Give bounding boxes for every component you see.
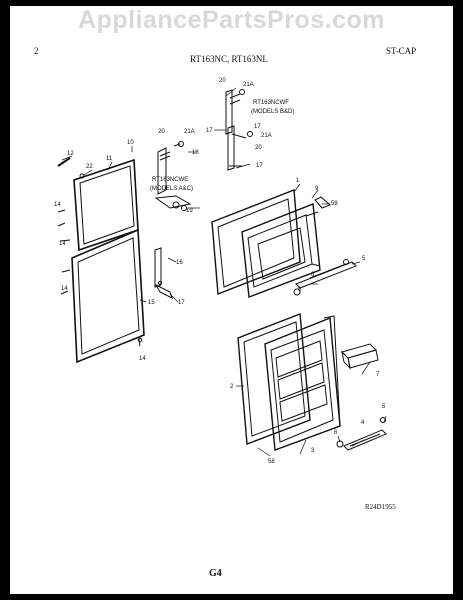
page-number: 2: [34, 46, 39, 56]
callout-11: 11: [106, 156, 113, 162]
callout-17b: 17: [254, 124, 261, 130]
callout-6: 6: [311, 272, 315, 278]
callout-8: 8: [298, 287, 302, 293]
drawing-id: R24D1955: [365, 503, 396, 511]
note-rt163ncwe-line1: RT163NCWE: [152, 177, 188, 183]
callout-4: 4: [361, 420, 365, 426]
callout-6b: 6: [334, 430, 338, 436]
hinge-detail-rt163ncwf: [225, 89, 253, 171]
section-code: ST-CAP: [386, 46, 417, 56]
note-rt163ncwe-line2: (MODELS A&C): [150, 186, 193, 192]
callout-16b: 17: [206, 128, 213, 134]
callout-7: 7: [376, 372, 380, 378]
hinge-screws-14: [57, 209, 141, 347]
callout-9: 9: [315, 186, 319, 192]
page-code: G4: [209, 568, 222, 579]
callout-14d: 14: [139, 356, 146, 362]
leader-lines: [61, 87, 387, 457]
callout-20b: 20: [219, 78, 226, 84]
freezer-shelf-bar: [293, 259, 357, 296]
watermark: AppliancePartsPros.com: [78, 6, 385, 34]
dairy-door-bin: [341, 343, 379, 370]
callout-17a: 17: [178, 300, 185, 306]
handle-trim-12: [57, 157, 71, 167]
note-rt163ncwf-line2: (MODELS B&D): [251, 109, 294, 115]
callout-19: 19: [186, 208, 193, 214]
callout-18: 18: [192, 150, 199, 156]
callout-labels: 12 22 11 10 14 14 14 14 15 20 21A 18 19 …: [54, 78, 386, 465]
note-rt163ncwf-line1: RT163NCWF: [253, 100, 289, 106]
model-list: RT163NC, RT163NL: [190, 54, 268, 64]
callout-21c: 21A: [261, 133, 272, 139]
callout-5b: 5: [382, 404, 386, 410]
callout-14c: 14: [61, 286, 68, 292]
callout-12: 12: [67, 151, 74, 157]
callout-58a: 58: [331, 201, 338, 207]
callout-3: 3: [311, 448, 315, 454]
callout-20a: 20: [158, 129, 165, 135]
callout-15: 15: [148, 300, 155, 306]
fresh-food-inner-door: [237, 313, 341, 451]
callout-1: 1: [296, 178, 300, 184]
callout-16: 16: [176, 260, 183, 266]
model-notes: RT163NCWF (MODELS B&D) RT163NCWE (MODELS…: [150, 100, 294, 192]
callout-14b: 14: [59, 241, 66, 247]
callout-14a: 14: [54, 202, 61, 208]
callout-21b: 21A: [243, 82, 254, 88]
callout-5: 5: [362, 256, 366, 262]
callout-58b: 58: [268, 459, 275, 465]
freezer-door-outer: [73, 158, 139, 252]
middle-hinge-assembly: [154, 247, 173, 299]
callout-10: 10: [127, 140, 134, 146]
callout-20c: 20: [255, 145, 262, 151]
callout-22: 22: [86, 164, 93, 170]
callout-2: 2: [230, 384, 234, 390]
fresh-food-door-outer: [71, 228, 145, 364]
freezer-inner-door: [211, 189, 331, 298]
fresh-food-shelf-bar: [336, 417, 387, 451]
upper-hinge-assembly: [154, 141, 192, 211]
screw-22: [79, 173, 85, 179]
callout-17c: 17: [256, 163, 263, 169]
callout-21a: 21A: [184, 129, 195, 135]
